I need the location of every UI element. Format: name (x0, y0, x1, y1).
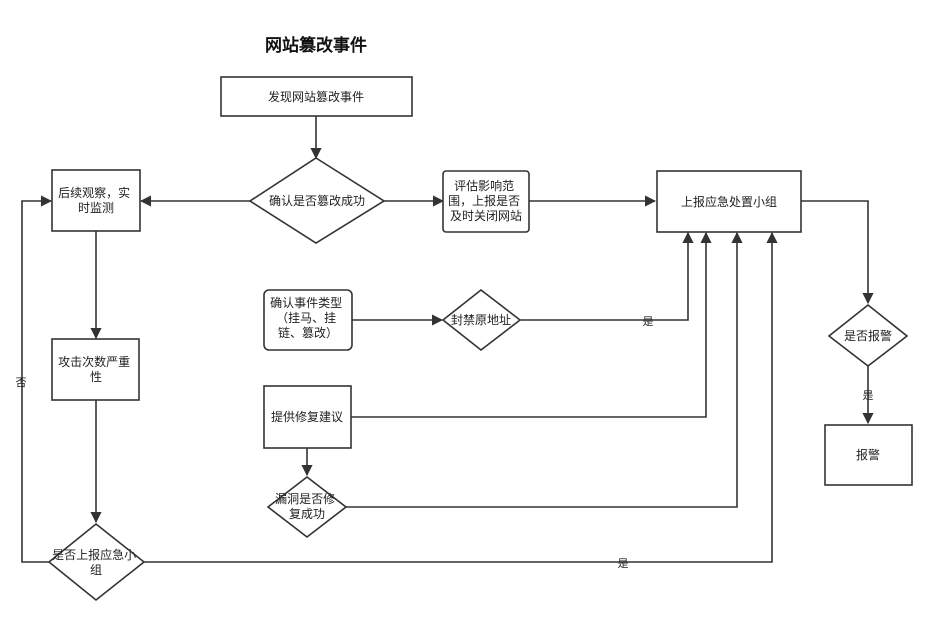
node-assess-line3: 及时关闭网站 (450, 209, 522, 223)
node-alarm-label: 报警 (856, 447, 880, 462)
node-suggest: 提供修复建议 (263, 385, 352, 449)
node-observe-line2: 时监测 (78, 201, 114, 215)
node-severity-line2: 性 (90, 370, 102, 384)
svg-text:封禁原地址: 封禁原地址 (451, 313, 511, 327)
edge-decision-observe-no (21, 195, 53, 563)
svg-text:攻击次数严重 性: 攻击次数严重 性 (58, 354, 134, 384)
node-confirm-label: 确认是否篡改成功 (269, 193, 365, 208)
node-type-line2: （挂马、挂 (276, 311, 336, 325)
node-report-group: 上报应急处置小组 (656, 170, 802, 233)
node-severity: 攻击次数严重 性 (51, 338, 140, 401)
node-fixed-line2: 复成功 (289, 507, 325, 521)
svg-text:确认事件类型 （挂马、挂 链、篡改）: 确认事件类型 （挂马、挂 链、篡改） (270, 296, 346, 340)
svg-text:漏洞是否修 复成功: 漏洞是否修 复成功 (275, 491, 339, 521)
node-discover-label: 发现网站篡改事件 (268, 89, 364, 104)
node-assess: 评估影响范 围，上报是否 及时关闭网站 (442, 170, 530, 233)
node-type-line1: 确认事件类型 (270, 296, 342, 310)
diagram-title: 网站篡改事件 (265, 35, 367, 56)
edge-label-no: 否 (16, 376, 27, 389)
svg-text:提供修复建议: 提供修复建议 (271, 409, 343, 424)
node-alarm: 报警 (824, 424, 913, 486)
node-discover: 发现网站篡改事件 (220, 76, 413, 117)
node-fixed: 漏洞是否修 复成功 (266, 475, 348, 539)
node-block-label: 封禁原地址 (451, 313, 511, 327)
node-alarm-question-label: 是否报警 (844, 328, 892, 343)
node-should-report-line1: 是否上报应急小 (52, 547, 136, 562)
node-fixed-line1: 漏洞是否修 (275, 491, 335, 506)
edge-label-yes-alarm: 是 (863, 389, 874, 402)
node-alarm-question: 是否报警 (827, 303, 909, 368)
svg-text:确认是否篡改成功: 确认是否篡改成功 (269, 193, 365, 208)
node-should-report: 是否上报应急小 组 (47, 522, 146, 602)
node-block: 封禁原地址 (441, 288, 522, 352)
svg-text:是否报警: 是否报警 (844, 328, 892, 343)
node-assess-line1: 评估影响范 (454, 178, 514, 193)
svg-text:是否上报应急小 组: 是否上报应急小 组 (52, 547, 140, 577)
node-report-group-label: 上报应急处置小组 (681, 194, 777, 209)
edge-suggest-report (351, 231, 712, 418)
node-severity-line1: 攻击次数严重 (58, 354, 130, 369)
svg-text:上报应急处置小组: 上报应急处置小组 (681, 194, 777, 209)
edge-label-yes-block: 是 (643, 315, 654, 328)
edges (21, 116, 874, 563)
svg-text:后续观察，实 时监测: 后续观察，实 时监测 (58, 185, 134, 215)
edge-report-alarmq (801, 200, 874, 305)
svg-text:评估影响范 围，上报是否 及时关闭网: 评估影响范 围，上报是否 及时关闭网站 (448, 178, 524, 223)
node-observe-line1: 后续观察，实 (58, 185, 130, 200)
svg-text:报警: 报警 (856, 447, 880, 462)
edge-block-report-yes (520, 231, 694, 321)
edge-label-yes-bottom: 是 (618, 557, 629, 570)
svg-text:发现网站篡改事件: 发现网站篡改事件 (268, 89, 364, 104)
node-type-line3: 链、篡改） (278, 325, 338, 340)
node-suggest-label: 提供修复建议 (271, 409, 343, 424)
node-observe: 后续观察，实 时监测 (51, 169, 141, 232)
node-confirm: 确认是否篡改成功 (248, 157, 386, 244)
edge-fixed-report (346, 231, 743, 508)
edge-decision-report-yes (144, 231, 778, 563)
node-should-report-line2: 组 (90, 563, 102, 577)
node-type: 确认事件类型 （挂马、挂 链、篡改） (263, 289, 353, 351)
node-assess-line2: 围，上报是否 (448, 193, 520, 208)
